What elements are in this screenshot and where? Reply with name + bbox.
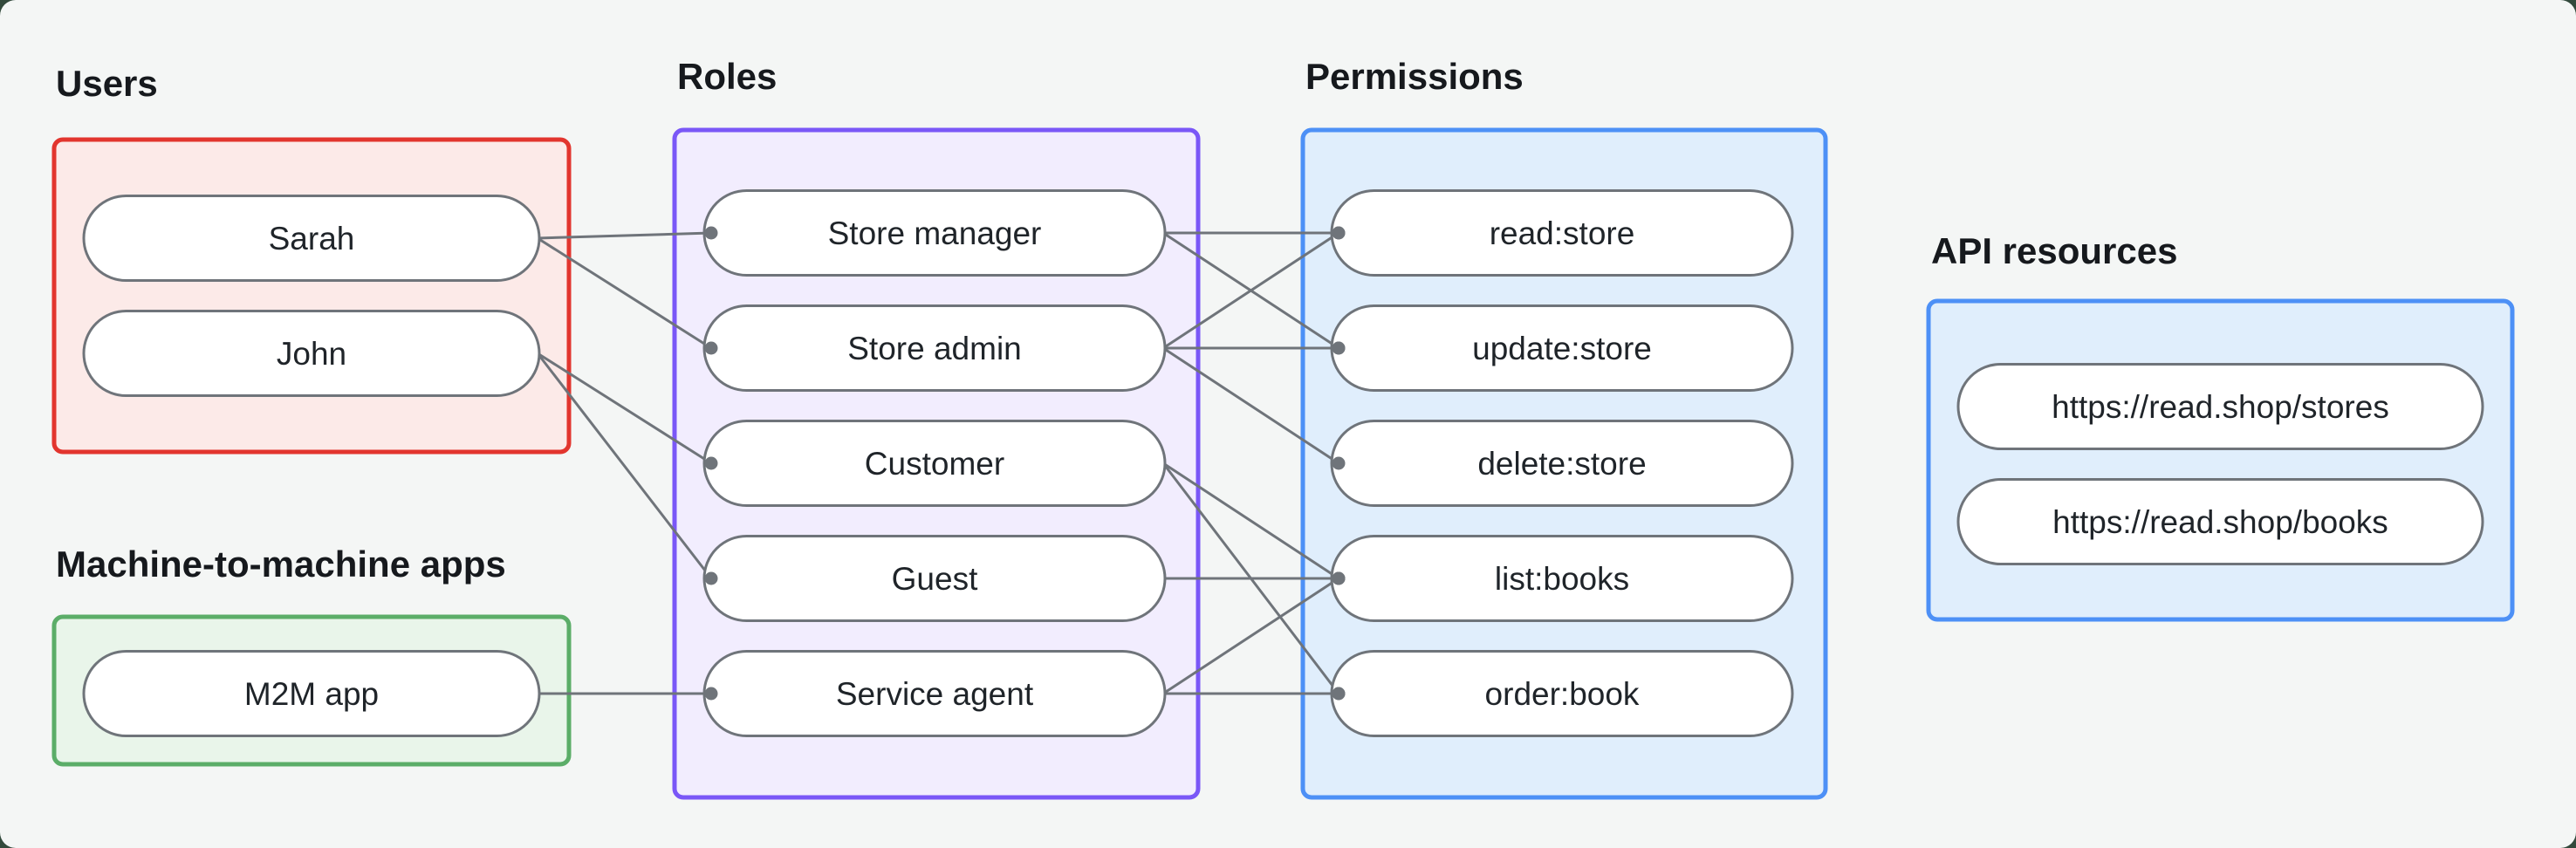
edge-store-admin-to-read-store: [1162, 231, 1339, 350]
node-m2m-app: [82, 650, 541, 737]
node-order-book: [1330, 650, 1794, 737]
node-update-store: [1330, 304, 1794, 392]
node-store-manager: [702, 189, 1167, 277]
node-label-stores-api: https://read.shop/stores: [2052, 389, 2389, 425]
edge-john-to-guest: [536, 352, 713, 579]
api-group-label: API resources: [1931, 230, 2177, 271]
node-label-books-api: https://read.shop/books: [2052, 504, 2388, 540]
edge-dot-service-agent-to-order-book: [1332, 687, 1346, 701]
edge-store-admin-to-delete-store: [1162, 346, 1339, 465]
node-label-delete-store: delete:store: [1477, 446, 1646, 482]
node-label-read-store: read:store: [1490, 215, 1635, 251]
edge-dot-john-to-guest: [704, 571, 718, 585]
edge-dot-store-admin-to-read-store: [1332, 226, 1346, 240]
node-label-john: John: [277, 336, 346, 372]
roles-group-label: Roles: [677, 56, 777, 97]
edge-john-to-customer: [537, 352, 712, 465]
edge-dot-sarah-to-store-admin: [704, 341, 718, 355]
edge-dot-service-agent-to-list-books: [1332, 571, 1346, 585]
node-label-store-admin: Store admin: [847, 331, 1022, 366]
edge-service-agent-to-list-books: [1162, 577, 1339, 695]
edges-layer: [536, 231, 1340, 695]
node-john: [82, 310, 541, 397]
node-store-admin: [702, 304, 1167, 392]
api-group-box: [1926, 298, 2515, 622]
edge-dot-store-admin-to-delete-store: [1332, 456, 1346, 470]
node-service-agent: [702, 650, 1167, 737]
edge-dot-john-to-customer: [704, 456, 718, 470]
edge-sarah-to-store-admin: [537, 236, 712, 350]
node-stores-api: [1956, 363, 2484, 450]
edge-dot-store-admin-to-update-store: [1332, 341, 1346, 355]
node-label-m2m-app: M2M app: [244, 676, 379, 712]
node-label-update-store: update:store: [1472, 331, 1652, 366]
node-customer: [702, 420, 1167, 507]
edge-customer-to-list-books: [1162, 462, 1339, 580]
edge-sarah-to-store-manager: [537, 231, 712, 240]
node-label-list-books: list:books: [1495, 561, 1629, 597]
node-sarah: [82, 195, 541, 282]
connection-dots-layer: [704, 226, 1346, 701]
permissions-group-label: Permissions: [1305, 56, 1524, 97]
edge-dot-m2m-app-to-service-agent: [704, 687, 718, 701]
users-group-label: Users: [56, 63, 158, 104]
node-label-sarah: Sarah: [269, 221, 355, 256]
node-label-guest: Guest: [892, 561, 978, 597]
users-group-box: [51, 137, 572, 455]
node-label-customer: Customer: [865, 446, 1004, 482]
node-guest: [702, 535, 1167, 622]
node-books-api: [1956, 478, 2484, 565]
node-label-store-manager: Store manager: [828, 215, 1042, 251]
node-delete-store: [1330, 420, 1794, 507]
node-label-service-agent: Service agent: [836, 676, 1034, 712]
m2m-group-label: Machine-to-machine apps: [56, 544, 506, 585]
node-read-store: [1330, 189, 1794, 277]
edge-dot-sarah-to-store-manager: [704, 226, 718, 240]
node-label-order-book: order:book: [1485, 676, 1640, 712]
node-list-books: [1330, 535, 1794, 622]
